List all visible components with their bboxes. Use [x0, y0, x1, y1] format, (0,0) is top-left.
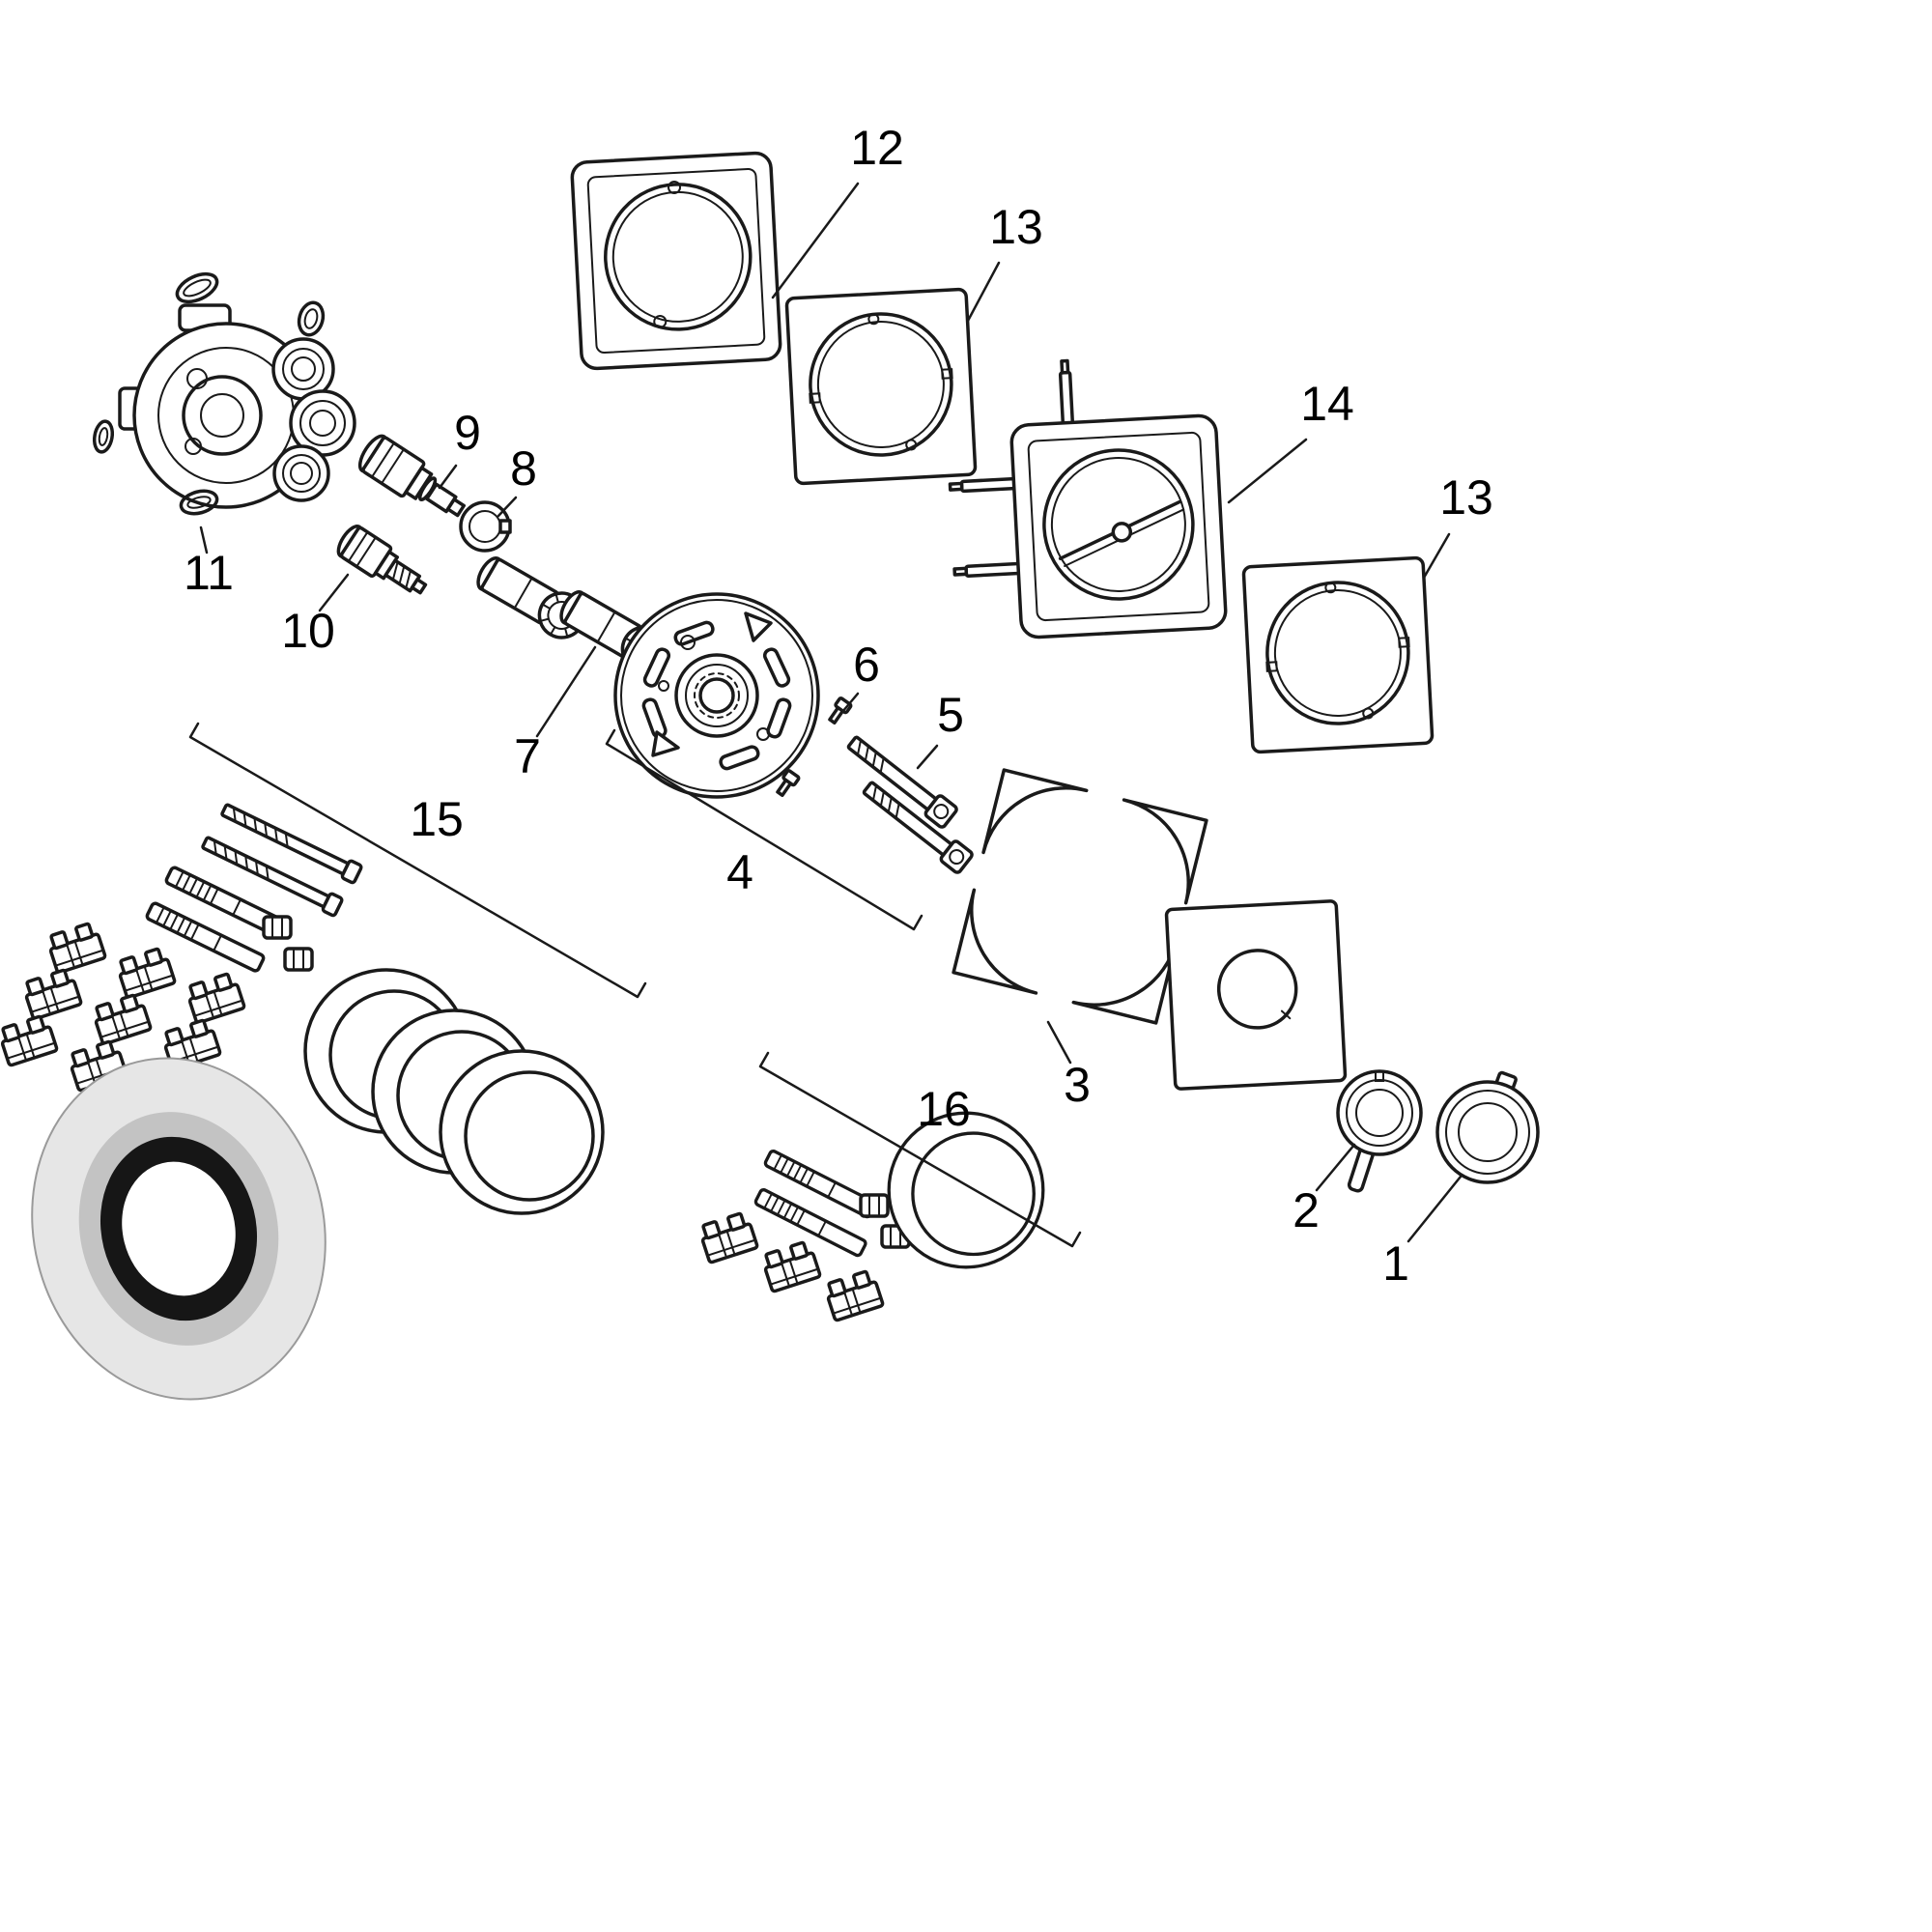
part-1-handle-knob: [1435, 1070, 1540, 1184]
leader-line-3: [1046, 1020, 1072, 1065]
part-11-basic-housing: [92, 271, 356, 516]
callout-7: 7: [514, 729, 541, 783]
leader-line-13-upper: [966, 261, 1001, 323]
cover-plate-small-hole: [1164, 899, 1348, 1091]
bracket-4: [605, 728, 923, 931]
leader-line-12: [771, 182, 860, 299]
leader-line-14: [1227, 438, 1308, 504]
nut: [859, 1193, 890, 1218]
leader-line-8: [497, 496, 518, 518]
bracket-16: [758, 1051, 1082, 1248]
callout-labels: 1 2 3 4 5 6 7 8 9 10 11 12 13 13 14 15 1…: [184, 121, 1493, 1291]
leader-line-6: [840, 692, 860, 714]
callout-10: 10: [281, 604, 335, 658]
callout-8: 8: [510, 441, 537, 496]
bracket-15: [188, 722, 647, 999]
leader-line-2: [1315, 1143, 1356, 1192]
part-13-carrier-plate-upper: [784, 287, 978, 486]
leader-line-7: [535, 645, 597, 738]
part-4-base-plate: [613, 592, 820, 799]
leader-line-13-right: [1422, 532, 1451, 580]
callout-11: 11: [184, 546, 234, 600]
nut: [262, 915, 293, 940]
callout-15: 15: [410, 792, 464, 846]
o-ring: [179, 489, 219, 516]
callout-6: 6: [853, 638, 880, 692]
callout-13-right: 13: [1439, 470, 1493, 525]
leader-line-1: [1406, 1175, 1463, 1243]
part-14-mounting-frame: [948, 358, 1228, 639]
callout-1: 1: [1382, 1236, 1409, 1291]
part-5-fixing-screws: [846, 735, 974, 874]
part-9-thermostat-cartridge: [357, 434, 466, 518]
part-15-extension-set: [0, 799, 605, 1401]
part-12-escutcheon-frame: [570, 151, 782, 371]
part-2-stop-ring-lever: [1336, 1069, 1423, 1193]
oval-escutcheon: [31, 1057, 327, 1401]
o-ring: [175, 271, 219, 304]
callout-14: 14: [1300, 377, 1354, 431]
leader-line-11: [199, 526, 209, 554]
callout-3: 3: [1064, 1058, 1091, 1112]
leader-line-10: [318, 573, 350, 612]
callout-lines: [188, 182, 1463, 1248]
part-13-carrier-plate-right: [1241, 555, 1435, 754]
leader-line-9: [438, 464, 458, 490]
part-10-shutoff-cartridge: [336, 525, 428, 595]
callout-4: 4: [726, 845, 753, 899]
sleeve-ring: [439, 1049, 605, 1215]
o-ring: [297, 300, 326, 337]
part-8-stop-ring: [459, 500, 512, 553]
callout-2: 2: [1293, 1183, 1320, 1237]
nut: [283, 947, 314, 972]
callout-9: 9: [454, 406, 481, 460]
callout-16: 16: [917, 1082, 971, 1136]
callout-13-upper: 13: [989, 200, 1043, 254]
sleeve-ring: [887, 1111, 1045, 1269]
callout-12: 12: [850, 121, 904, 175]
o-ring: [92, 419, 115, 454]
leader-line-5: [916, 744, 939, 770]
callout-5: 5: [937, 688, 964, 742]
